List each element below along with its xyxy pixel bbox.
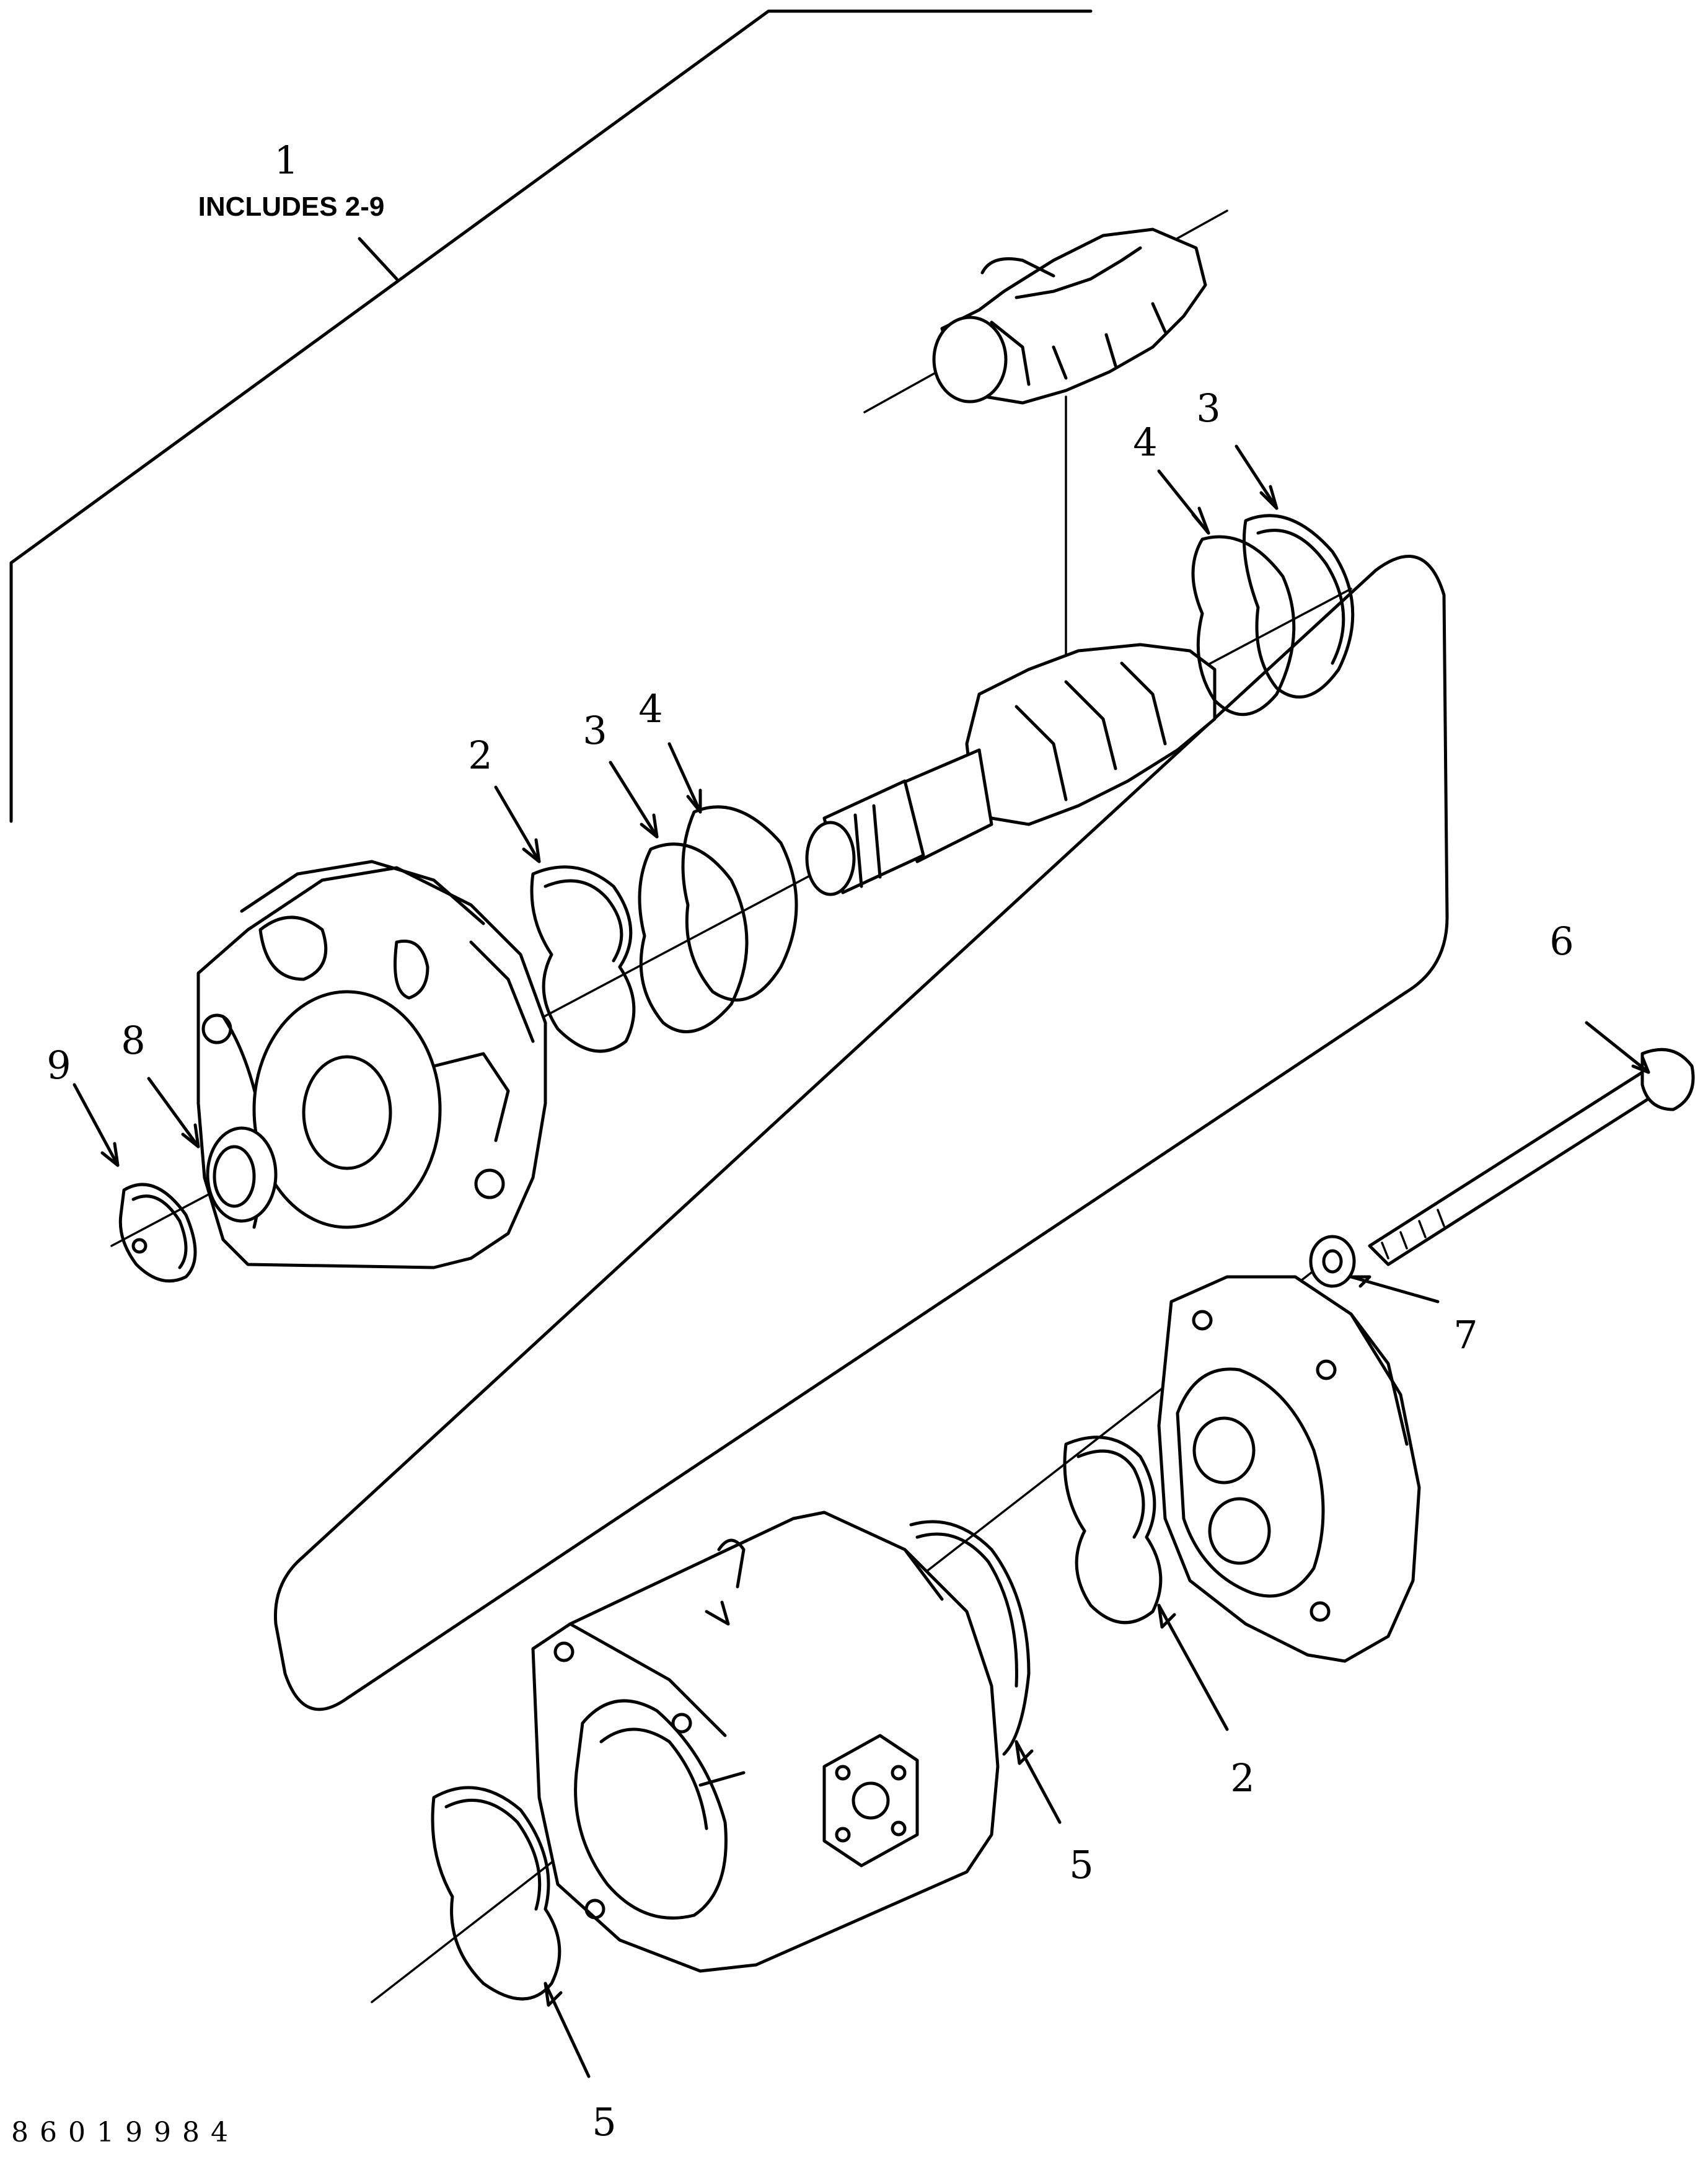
- group-outline: [273, 555, 1449, 1711]
- callout-7: 7: [1453, 1312, 1477, 1357]
- bolt: [1368, 1048, 1695, 1266]
- callout-2-lower: 2: [1230, 1755, 1254, 1801]
- drive-shaft-gear: [805, 643, 1217, 896]
- callout-4-upper-right: 4: [1133, 420, 1157, 465]
- seal-rings-upper-left: [530, 805, 798, 1053]
- assembly-note: INCLUDES 2-9: [198, 192, 385, 222]
- seal-rings-upper-right: [1191, 514, 1355, 717]
- assembly-bracket: 1 INCLUDES 2-9: [9, 9, 1093, 823]
- figure-code: 86019984: [11, 2117, 239, 2148]
- callout-leaders: [73, 444, 1650, 2078]
- callout-8: 8: [121, 1018, 145, 1063]
- callout-3-upper-right: 3: [1196, 386, 1220, 431]
- callout-labels: 4 3 2 3 4 9 8 6 7 2 5 5: [46, 386, 1574, 2145]
- gear-housing: [531, 1511, 1000, 1973]
- front-cover: [196, 860, 547, 1269]
- assembly-number: 1: [274, 138, 298, 183]
- rear-cover: [1157, 1275, 1421, 1663]
- callout-5-lower-left: 5: [592, 2099, 616, 2145]
- callout-3-upper-left: 3: [583, 708, 607, 753]
- callout-2-upper: 2: [468, 733, 492, 778]
- callout-6: 6: [1549, 919, 1574, 964]
- callout-9: 9: [46, 1043, 71, 1088]
- washer: [1309, 1235, 1356, 1288]
- snap-ring: [118, 1183, 197, 1283]
- shaft-seal: [206, 1126, 278, 1223]
- driven-gear: [932, 227, 1207, 405]
- callout-4-upper-left: 4: [638, 686, 663, 731]
- seal-ring-lower-right: [909, 1520, 1031, 1756]
- callout-5-lower-right: 5: [1069, 1842, 1093, 1887]
- seal-ring-lower-left: [431, 1786, 561, 2001]
- gasket-lower: [1063, 1436, 1163, 1625]
